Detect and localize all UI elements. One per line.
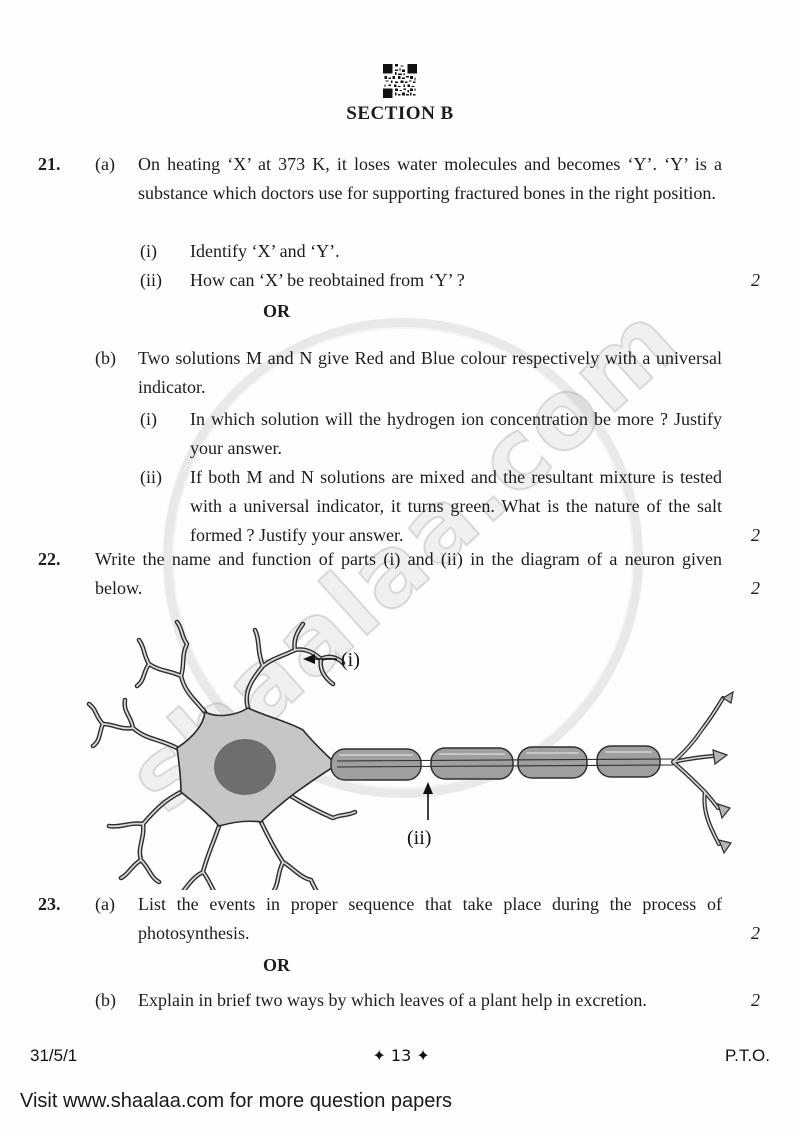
myelin-highlights bbox=[339, 751, 652, 756]
part-label: (a) bbox=[95, 894, 115, 914]
subitem-row: (ii) If both M and N solutions are mixed… bbox=[140, 463, 760, 550]
question-text: Explain in brief two ways by which leave… bbox=[138, 990, 647, 1010]
neuron-diagram: (i) (ii) bbox=[85, 600, 734, 890]
page-footer: 31/5/1 ✦ 13 ✦ P.T.O. bbox=[30, 1046, 770, 1066]
diagram-label-ii: (ii) bbox=[407, 827, 431, 849]
question-22: 22. Write the name and function of parts… bbox=[38, 545, 760, 603]
question-21b: (b) Two solutions M and N give Red and B… bbox=[95, 344, 760, 402]
qr-code bbox=[383, 64, 417, 98]
myelin-segment bbox=[517, 746, 588, 779]
question-text: On heating ‘X’ at 373 K, it loses water … bbox=[138, 154, 722, 203]
part-label: (a) bbox=[95, 154, 115, 174]
myelin-segment bbox=[330, 748, 422, 781]
question-text: List the events in proper sequence that … bbox=[138, 894, 722, 943]
subitem-text: In which solution will the hydrogen ion … bbox=[190, 409, 722, 458]
myelin-segment bbox=[430, 747, 514, 780]
question-number: 23. bbox=[38, 894, 61, 914]
question-21a: 21. (a) On heating ‘X’ at 373 K, it lose… bbox=[38, 150, 760, 208]
marks-value: 2 bbox=[751, 525, 760, 545]
question-23a: 23. (a) List the events in proper sequen… bbox=[38, 890, 760, 948]
subitem-text: How can ‘X’ be reobtained from ‘Y’ ? bbox=[190, 270, 465, 290]
subitem-label: (i) bbox=[140, 241, 157, 261]
label-i-pointer: (i) bbox=[303, 649, 360, 671]
bottom-note: Visit www.shaalaa.com for more question … bbox=[20, 1090, 453, 1112]
nucleus bbox=[214, 739, 276, 795]
question-number: 21. bbox=[38, 154, 61, 174]
question-text: Two solutions M and N give Red and Blue … bbox=[138, 348, 722, 397]
marks-value: 2 bbox=[751, 923, 760, 943]
subitem-label: (ii) bbox=[140, 270, 162, 290]
or-separator: OR bbox=[263, 955, 290, 975]
myelin-segment bbox=[596, 745, 661, 778]
question-text: Write the name and function of parts (i)… bbox=[95, 549, 722, 598]
part-label: (b) bbox=[95, 348, 116, 368]
diagram-label-i: (i) bbox=[341, 649, 360, 671]
subitem-label: (ii) bbox=[140, 467, 162, 487]
or-separator: OR bbox=[263, 301, 290, 321]
axon bbox=[336, 758, 674, 768]
watermark-circle: shaalaa.com bbox=[105, 282, 701, 835]
subitem-row: (i) Identify ‘X’ and ‘Y’. bbox=[140, 237, 760, 266]
axon-terminals bbox=[673, 690, 734, 855]
question-23b: (b) Explain in brief two ways by which l… bbox=[95, 986, 760, 1015]
myelin-sheath bbox=[330, 745, 661, 781]
subitem-label: (i) bbox=[140, 409, 157, 429]
section-title: SECTION B bbox=[346, 103, 454, 124]
subitem-row: (ii) How can ‘X’ be reobtained from ‘Y’ … bbox=[140, 266, 760, 295]
part-label: (b) bbox=[95, 990, 116, 1010]
pto-label: P.T.O. bbox=[724, 1046, 770, 1065]
marks-value: 2 bbox=[751, 990, 760, 1010]
question-21a-subitems: (i) Identify ‘X’ and ‘Y’. (ii) How can ‘… bbox=[140, 237, 760, 295]
marks-value: 2 bbox=[751, 578, 760, 598]
label-ii-pointer: (ii) bbox=[407, 782, 433, 849]
paper-code: 31/5/1 bbox=[30, 1046, 78, 1065]
subitem-text: If both M and N solutions are mixed and … bbox=[190, 467, 722, 545]
marks-value: 2 bbox=[751, 270, 760, 290]
subitem-text: Identify ‘X’ and ‘Y’. bbox=[190, 241, 340, 261]
question-21b-subitems: (i) In which solution will the hydrogen … bbox=[140, 405, 760, 550]
question-number: 22. bbox=[38, 549, 61, 569]
page-number: ✦ 13 ✦ bbox=[372, 1046, 430, 1065]
subitem-row: (i) In which solution will the hydrogen … bbox=[140, 405, 760, 463]
